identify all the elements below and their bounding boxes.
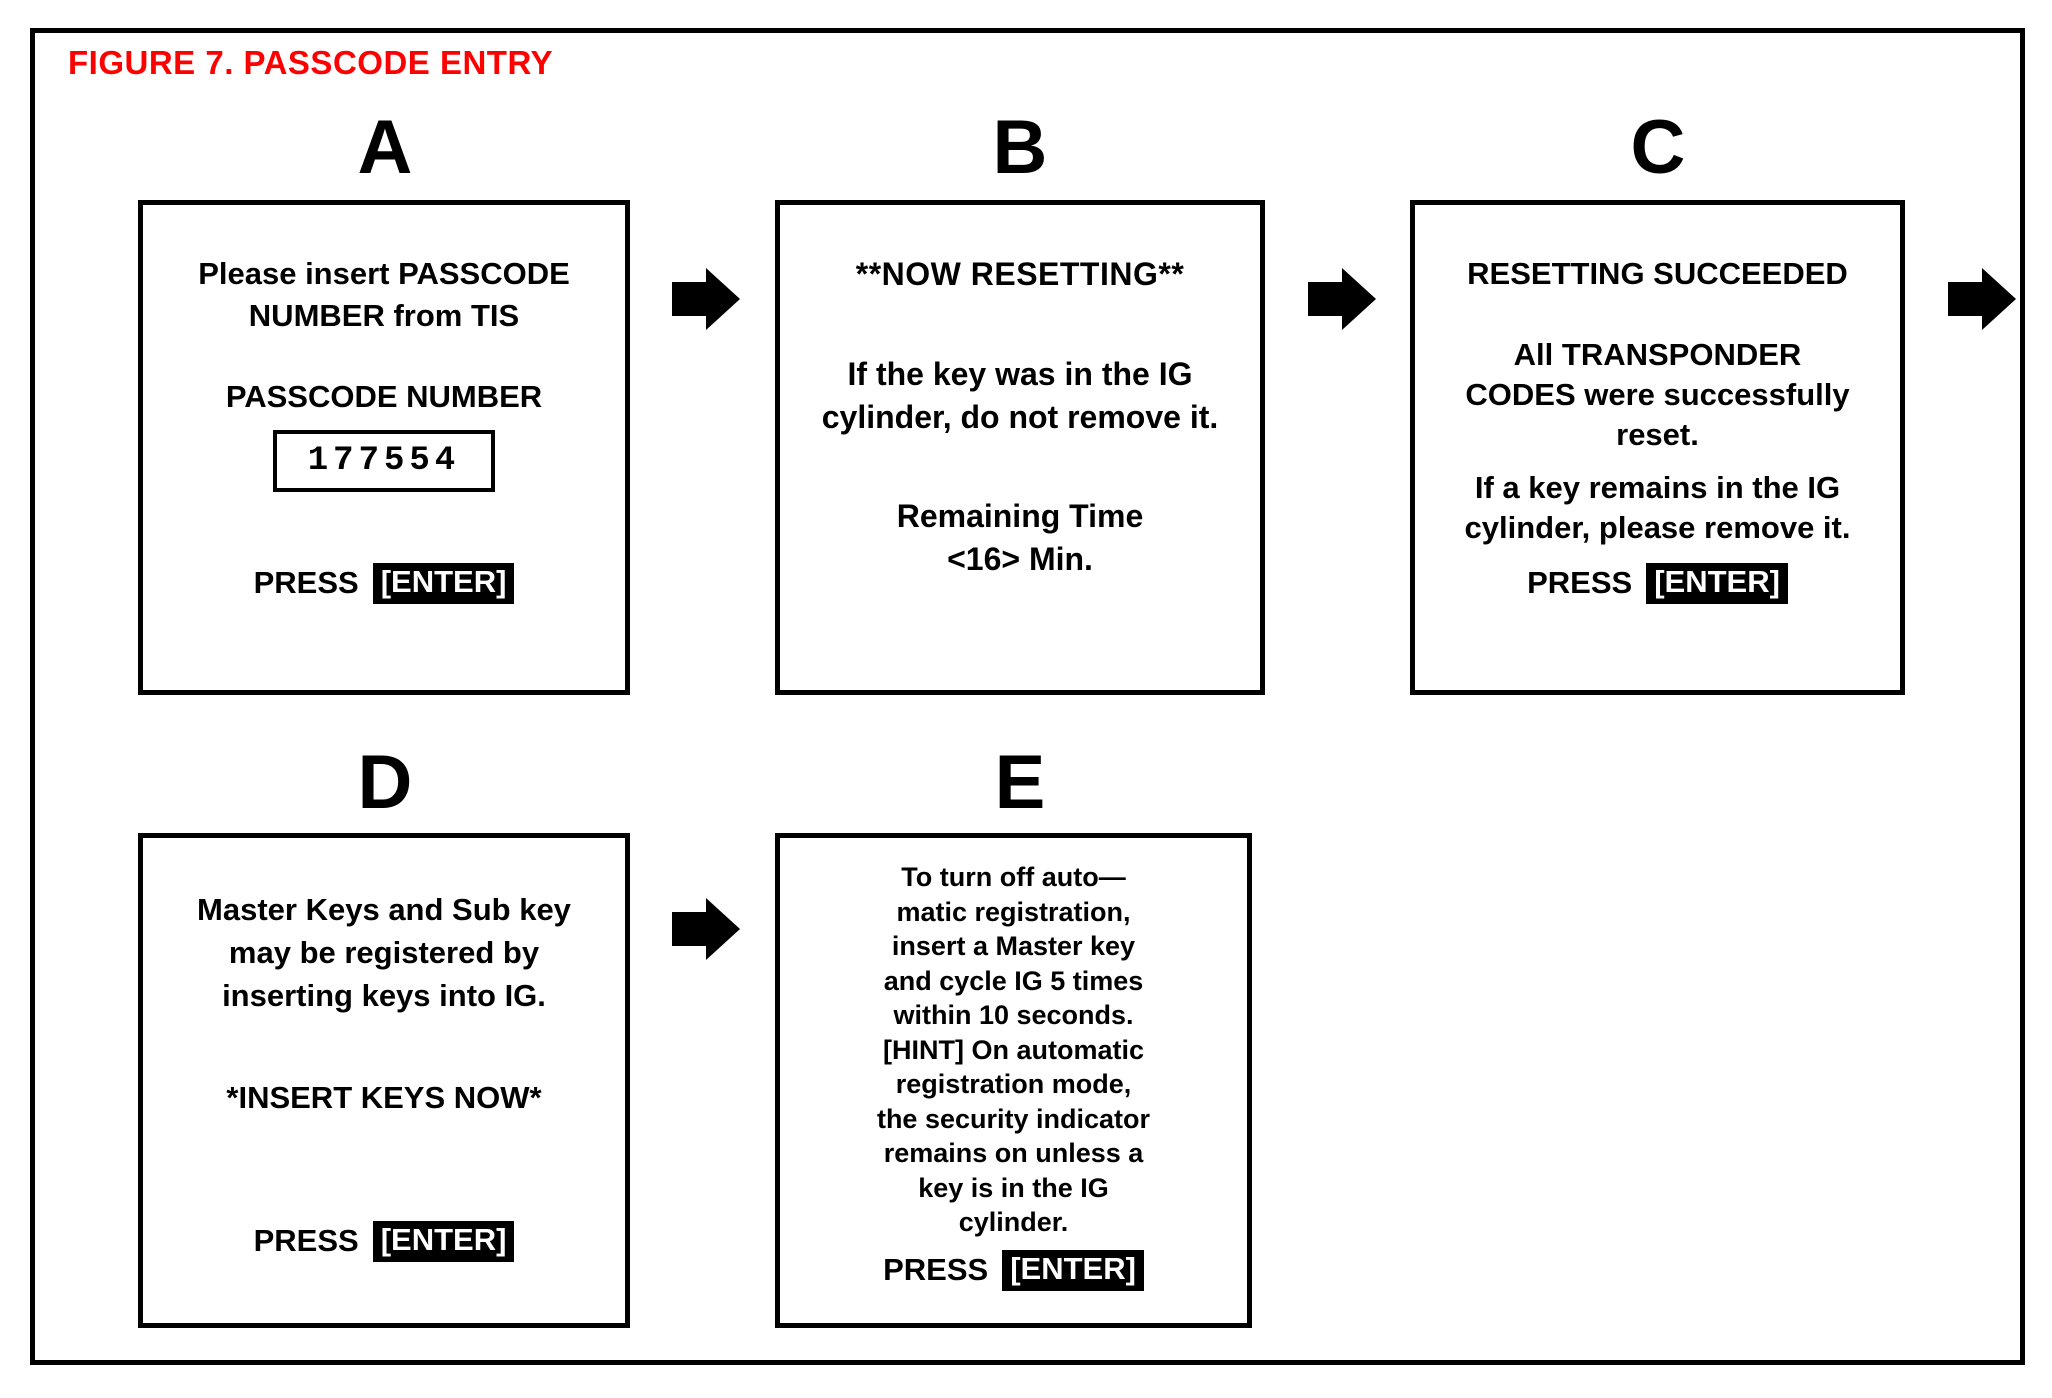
panel-a-press-label: PRESS (253, 565, 359, 601)
panel-c-title: RESETTING SUCCEEDED (1467, 256, 1848, 291)
panel-b-remaining-time: Remaining Time <16> Min. (896, 498, 1144, 577)
panel-d-message: Master Keys and Sub key may be registere… (197, 892, 571, 1013)
panel-d-screen: Master Keys and Sub key may be registere… (138, 833, 630, 1328)
panel-c-message: All TRANSPONDER CODES were successfully … (1465, 337, 1850, 452)
figure-title: FIGURE 7. PASSCODE ENTRY (68, 44, 554, 81)
panel-d-prompt: *INSERT KEYS NOW* (226, 1080, 542, 1115)
panel-letter-d: D (357, 740, 413, 825)
panel-c-note: If a key remains in the IG cylinder, ple… (1464, 470, 1851, 545)
panel-d-enter-key[interactable]: [ENTER] (372, 1221, 515, 1262)
panel-b-title: **NOW RESETTING** (855, 256, 1185, 292)
panel-a-enter-key[interactable]: [ENTER] (372, 563, 515, 604)
panel-c-enter-key[interactable]: [ENTER] (1646, 563, 1788, 604)
panel-b-warning: If the key was in the IG cylinder, do no… (821, 356, 1219, 435)
panel-e-enter-key[interactable]: [ENTER] (1002, 1250, 1144, 1291)
panel-b-screen: **NOW RESETTING** If the key was in the … (775, 200, 1265, 695)
panel-a-passcode-label: PASSCODE NUMBER (225, 379, 543, 414)
panel-e-press-enter[interactable]: PRESS [ENTER] (780, 1250, 1247, 1291)
panel-a-press-enter[interactable]: PRESS [ENTER] (143, 563, 625, 604)
panel-e-screen: To turn off auto— matic registration, in… (775, 833, 1252, 1328)
panel-letter-e: E (994, 740, 1046, 825)
panel-e-message: To turn off auto— matic registration, in… (876, 862, 1151, 1237)
panel-letter-b: B (992, 105, 1048, 190)
panel-e-press-label: PRESS (883, 1252, 989, 1288)
panel-letter-a: A (357, 105, 413, 190)
panel-d-press-enter[interactable]: PRESS [ENTER] (143, 1221, 625, 1262)
panel-c-press-enter[interactable]: PRESS [ENTER] (1415, 563, 1900, 604)
panel-letter-c: C (1630, 105, 1686, 190)
panel-c-screen: RESETTING SUCCEEDED All TRANSPONDER CODE… (1410, 200, 1905, 695)
panel-c-press-label: PRESS (1527, 565, 1633, 601)
panel-a-instruction: Please insert PASSCODE NUMBER from TIS (198, 256, 570, 333)
passcode-number-input[interactable]: 177554 (273, 430, 495, 492)
panel-d-press-label: PRESS (253, 1223, 359, 1259)
panel-a-screen: Please insert PASSCODE NUMBER from TIS P… (138, 200, 630, 695)
